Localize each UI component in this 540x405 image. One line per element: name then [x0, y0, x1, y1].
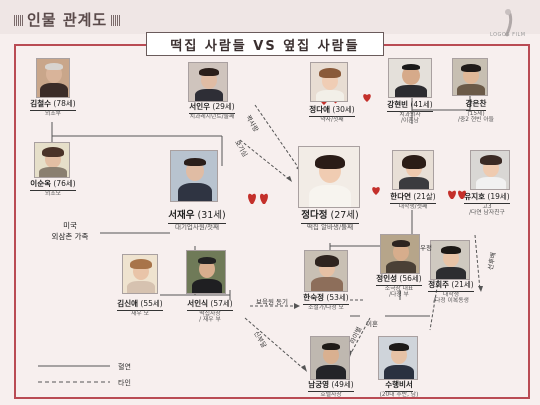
label-kang-eunchan: 강은찬 (15세) /중2 현빈 아들 — [458, 99, 494, 124]
heart-icon — [372, 187, 380, 195]
legend-blood: 혈연 — [118, 363, 131, 371]
legend-other: 타인 — [118, 379, 131, 387]
photo-jeong-dajeong — [298, 146, 360, 208]
label-nam-gungyeong: 남궁영 (49세) 호텔사장 — [308, 380, 354, 398]
label-jeong-daae: 정다애 (30세) 약사/첫째 — [309, 105, 355, 123]
heart-icon — [448, 190, 466, 199]
grid-pattern-icon — [14, 15, 23, 26]
photo-jeong-hoju — [430, 240, 470, 280]
photo-jeong-inseong — [380, 234, 420, 274]
photo-han-dayeon — [392, 150, 434, 190]
page-title: 인물 관계도 — [10, 9, 124, 30]
photo-seo-insik — [186, 250, 226, 294]
photo-lee-sunok — [34, 142, 70, 178]
header-bar — [0, 0, 540, 34]
edge-label-ujeong: 우정 — [420, 244, 432, 252]
heart-icon — [363, 94, 371, 102]
photo-seo-inu — [188, 62, 228, 102]
label-kang-hyeonbin: 강현빈 (41세) 치과의사/이혼남 — [387, 100, 433, 125]
label-kim-sinae: 김신애 (55세) 재우 모 — [117, 299, 163, 317]
label-han-dayeon: 한다연 (21살) 대학생/셋째 — [390, 192, 436, 210]
logo-text: LOGOS FILM — [490, 32, 526, 38]
photo-su-secretary — [378, 336, 418, 380]
label-jeong-dajeong: 정다정 (27세) 떡집 알바생/둘째 — [301, 210, 359, 231]
photo-kang-eunchan — [452, 58, 488, 96]
label-seo-jaeu: 서재우 (31세) 대기업사원/첫째 — [168, 210, 226, 231]
edge-label-ihon: 이혼 — [366, 320, 378, 328]
photo-seo-jaeu — [170, 150, 218, 202]
photo-kim-sinae — [122, 254, 158, 294]
edge-label-dongbaek: 보육원 동기 — [256, 298, 288, 306]
label-yu-jiho: 유지호 (19세) 고3/다연 남자친구 — [464, 192, 510, 217]
grid-pattern-icon — [111, 15, 121, 26]
label-seo-insik: 서인식 (57세) 떡집사장/ 재우 부 — [187, 299, 233, 324]
label-seo-inu: 서인우 (29세) 치과레지던트/둘째 — [189, 102, 235, 120]
photo-yu-jiho — [470, 150, 510, 190]
photo-han-suksun — [304, 250, 348, 292]
photo-kim-cheolsu — [36, 58, 70, 98]
title-banner: 떡집 사람들 VS 옆집 사람들 — [146, 32, 384, 56]
label-su-secretary: 수행비서 (20대 후반, 남) — [379, 380, 419, 398]
us-uncle-family-label: 미국 외삼촌 가족 — [51, 221, 89, 241]
label-lee-sunok: 이순옥 (76세) 외조모 — [30, 179, 76, 197]
label-jeong-hoju: 정희주 (21세) 대학생/다정 이복동생 — [428, 280, 474, 305]
photo-kang-hyeonbin — [388, 58, 432, 98]
photo-jeong-daae — [310, 62, 348, 102]
label-jeong-inseong: 정인성 (56세) 소극장 대표/다정 부 — [376, 274, 422, 299]
photo-nam-gungyeong — [310, 336, 350, 380]
label-han-suksun: 한숙정 (53세) 소설가/다정 모 — [303, 293, 349, 311]
logos-film-logo — [504, 9, 513, 37]
heart-icon — [248, 193, 268, 204]
label-kim-cheolsu: 김철수 (78세) 외조부 — [30, 99, 76, 117]
